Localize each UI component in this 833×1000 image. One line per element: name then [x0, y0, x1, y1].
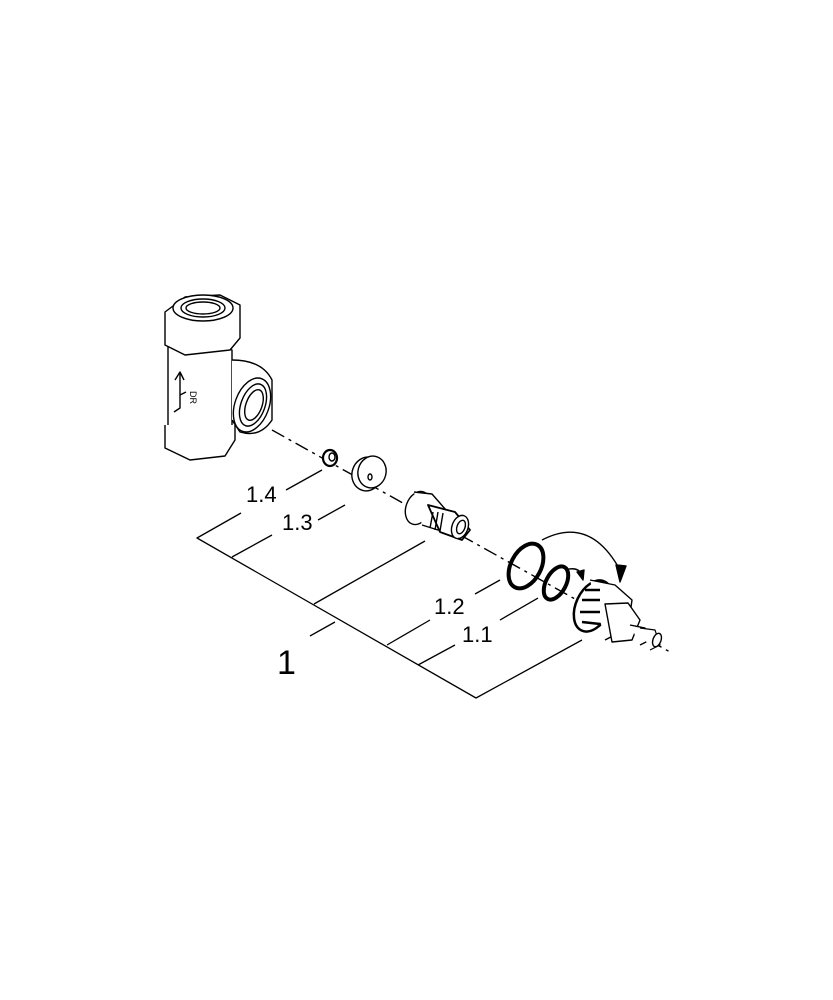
label-1-2: 1.2 [434, 594, 465, 619]
rotation-arrow-icon [541, 531, 627, 583]
threaded-fitting [404, 490, 471, 541]
valve-body: DR [164, 294, 273, 461]
flat-disc-washer [351, 455, 387, 492]
small-washer [321, 448, 339, 468]
label-assembly-1: 1 [277, 644, 296, 682]
cartridge-headpart [572, 579, 663, 651]
svg-text:DR: DR [188, 391, 198, 404]
o-ring-large [506, 541, 546, 591]
leader-lines [196, 469, 583, 699]
label-1-1: 1.1 [462, 622, 493, 647]
label-1-3: 1.3 [282, 510, 313, 535]
o-ring-small [541, 564, 571, 602]
label-1-4: 1.4 [246, 482, 277, 507]
flow-direction-arrow-icon [173, 371, 187, 413]
